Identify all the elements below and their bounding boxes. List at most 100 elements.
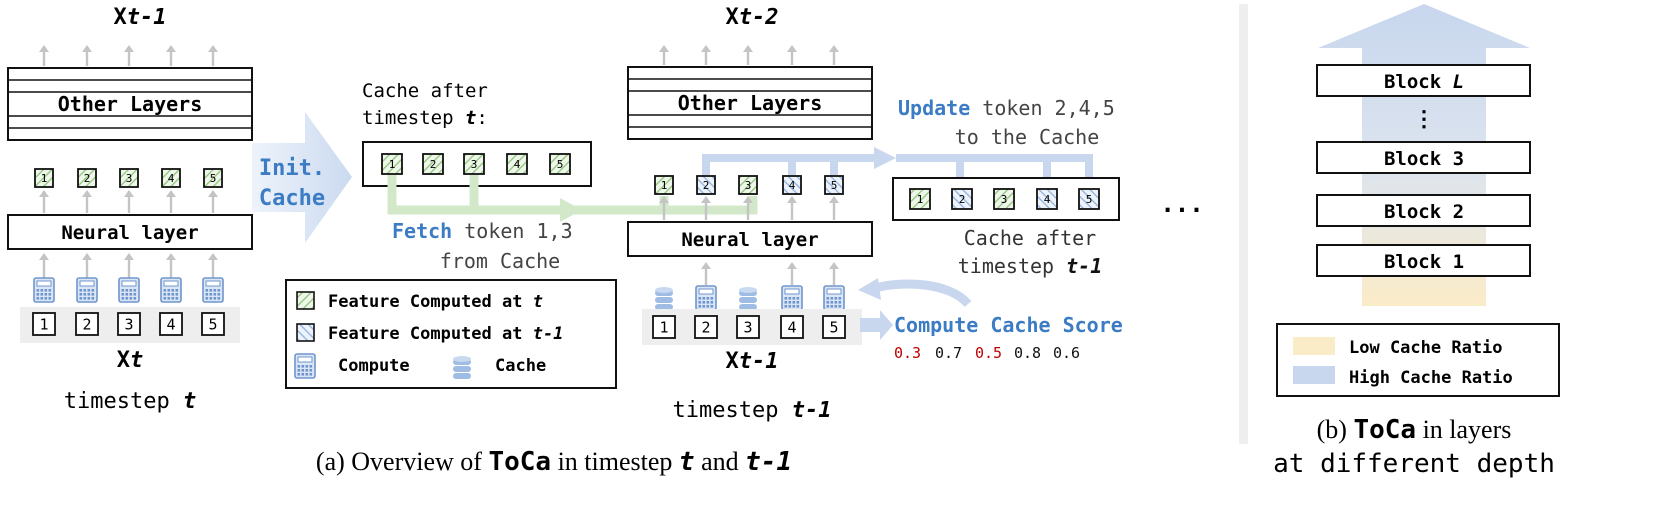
feature-arrow bbox=[208, 190, 218, 213]
svg-text:2: 2 bbox=[703, 179, 710, 192]
svg-text:4: 4 bbox=[166, 315, 175, 333]
input-arrow bbox=[701, 262, 711, 285]
input-token: 3 bbox=[736, 315, 760, 339]
output-arrow bbox=[743, 45, 753, 65]
input-arrow bbox=[166, 253, 176, 278]
svg-text:3: 3 bbox=[745, 179, 752, 192]
output-arrow bbox=[208, 45, 218, 66]
block-l: Block L bbox=[1316, 64, 1531, 97]
left-calc-arrows bbox=[39, 253, 218, 278]
cached-token: 2 bbox=[422, 153, 444, 175]
output-arrow bbox=[82, 45, 92, 66]
middle-compute-cache-icons bbox=[655, 285, 845, 311]
feature-arrow bbox=[82, 190, 92, 213]
init-line1: Init. bbox=[259, 156, 325, 181]
feature-token: 1 bbox=[654, 175, 674, 195]
svg-text:3: 3 bbox=[1001, 193, 1008, 206]
feature-arrow bbox=[659, 196, 669, 220]
feature-arrow bbox=[39, 190, 49, 213]
input-token: 5 bbox=[822, 315, 846, 339]
svg-text:5: 5 bbox=[831, 179, 838, 192]
svg-text:5: 5 bbox=[557, 158, 564, 171]
feature-token: 4 bbox=[161, 168, 181, 188]
cache-t-1-caption-line2: timestep t-1 bbox=[958, 254, 1103, 278]
svg-text:1: 1 bbox=[659, 318, 668, 336]
svg-text:5: 5 bbox=[208, 315, 217, 333]
legend-cache-icon bbox=[453, 356, 471, 379]
output-arrow bbox=[829, 45, 839, 65]
cached-token: 3 bbox=[463, 153, 485, 175]
output-arrow bbox=[701, 45, 711, 65]
database-icon bbox=[739, 287, 757, 310]
feature-arrow bbox=[701, 196, 711, 220]
fetch-label-line2: from Cache bbox=[440, 249, 560, 273]
block-3: Block 3 bbox=[1316, 141, 1531, 174]
legend-item1: Feature Computed at t bbox=[328, 292, 543, 312]
svg-text:5: 5 bbox=[829, 318, 838, 336]
svg-text:3: 3 bbox=[471, 158, 478, 171]
svg-text:4: 4 bbox=[168, 172, 175, 185]
database-icon bbox=[453, 356, 471, 379]
svg-text:2: 2 bbox=[959, 193, 966, 206]
low-cache-swatch bbox=[1293, 337, 1335, 355]
svg-text:4: 4 bbox=[514, 158, 521, 171]
svg-text:1: 1 bbox=[41, 172, 48, 185]
svg-text:Block 2: Block 2 bbox=[1384, 201, 1464, 223]
left-compute-icons bbox=[33, 277, 224, 303]
output-arrow bbox=[39, 45, 49, 66]
middle-feature-arrows bbox=[659, 196, 839, 220]
feature-arrow bbox=[787, 196, 797, 220]
fetch-label-line1: Fetch token 1,3 bbox=[392, 219, 573, 243]
legend-compute-label: Compute bbox=[338, 356, 410, 376]
svg-text:3: 3 bbox=[126, 172, 133, 185]
feature-token: 3 bbox=[119, 168, 139, 188]
middle-feature-tokens: 1 2 3 4 5 bbox=[654, 175, 844, 195]
calculator-icon bbox=[294, 353, 316, 379]
input-token: 4 bbox=[780, 315, 804, 339]
cached-token: 5 bbox=[1078, 188, 1100, 210]
left-input-label: Xt bbox=[117, 348, 144, 373]
input-arrow bbox=[39, 253, 49, 278]
init-line2: Cache bbox=[259, 186, 325, 211]
feature-token: 2 bbox=[696, 175, 716, 195]
svg-text:1: 1 bbox=[661, 179, 668, 192]
output-arrow bbox=[787, 45, 797, 65]
cached-token: 2 bbox=[951, 188, 973, 210]
cache-score-value: 0.5 bbox=[975, 344, 1002, 362]
input-arrow bbox=[82, 253, 92, 278]
svg-text:Block 3: Block 3 bbox=[1384, 148, 1464, 170]
input-token: 1 bbox=[32, 312, 56, 336]
caption-b-line1: (b) ToCa in layers bbox=[1317, 415, 1512, 445]
cache-score-value: 0.8 bbox=[1014, 344, 1041, 362]
svg-text:5: 5 bbox=[1086, 193, 1093, 206]
middle-output-arrows bbox=[659, 45, 839, 65]
init-cache-arrow: Init. Cache bbox=[252, 112, 352, 243]
left-other-layers-box: Other Layers bbox=[7, 67, 253, 141]
cached-token: 1 bbox=[909, 188, 931, 210]
feature-token: 4 bbox=[782, 175, 802, 195]
cache-t-tokens: 1 2 3 4 5 bbox=[381, 153, 571, 175]
input-token: 4 bbox=[159, 312, 183, 336]
block-2: Block 2 bbox=[1316, 194, 1531, 227]
input-arrow bbox=[829, 262, 839, 285]
middle-other-layers-box: Other Layers bbox=[627, 66, 873, 140]
svg-text:4: 4 bbox=[1044, 193, 1051, 206]
svg-text:1: 1 bbox=[389, 158, 396, 171]
database-icon bbox=[655, 287, 673, 310]
input-token: 2 bbox=[75, 312, 99, 336]
calculator-icon bbox=[695, 285, 717, 311]
middle-calc-arrows bbox=[701, 262, 839, 285]
caption-b-line2: at different depth bbox=[1273, 449, 1555, 479]
output-arrow bbox=[659, 45, 669, 65]
cache-t-title-line2: timestep t: bbox=[362, 107, 488, 129]
cache-t-title-line1: Cache after bbox=[362, 80, 488, 102]
cache-score-value: 0.6 bbox=[1053, 344, 1080, 362]
cache-score-title: Compute Cache Score bbox=[894, 313, 1123, 337]
input-token: 5 bbox=[201, 312, 225, 336]
left-output-arrows bbox=[39, 45, 218, 66]
left-timestep-label: timestep t bbox=[64, 389, 196, 414]
calculator-icon bbox=[823, 285, 845, 311]
